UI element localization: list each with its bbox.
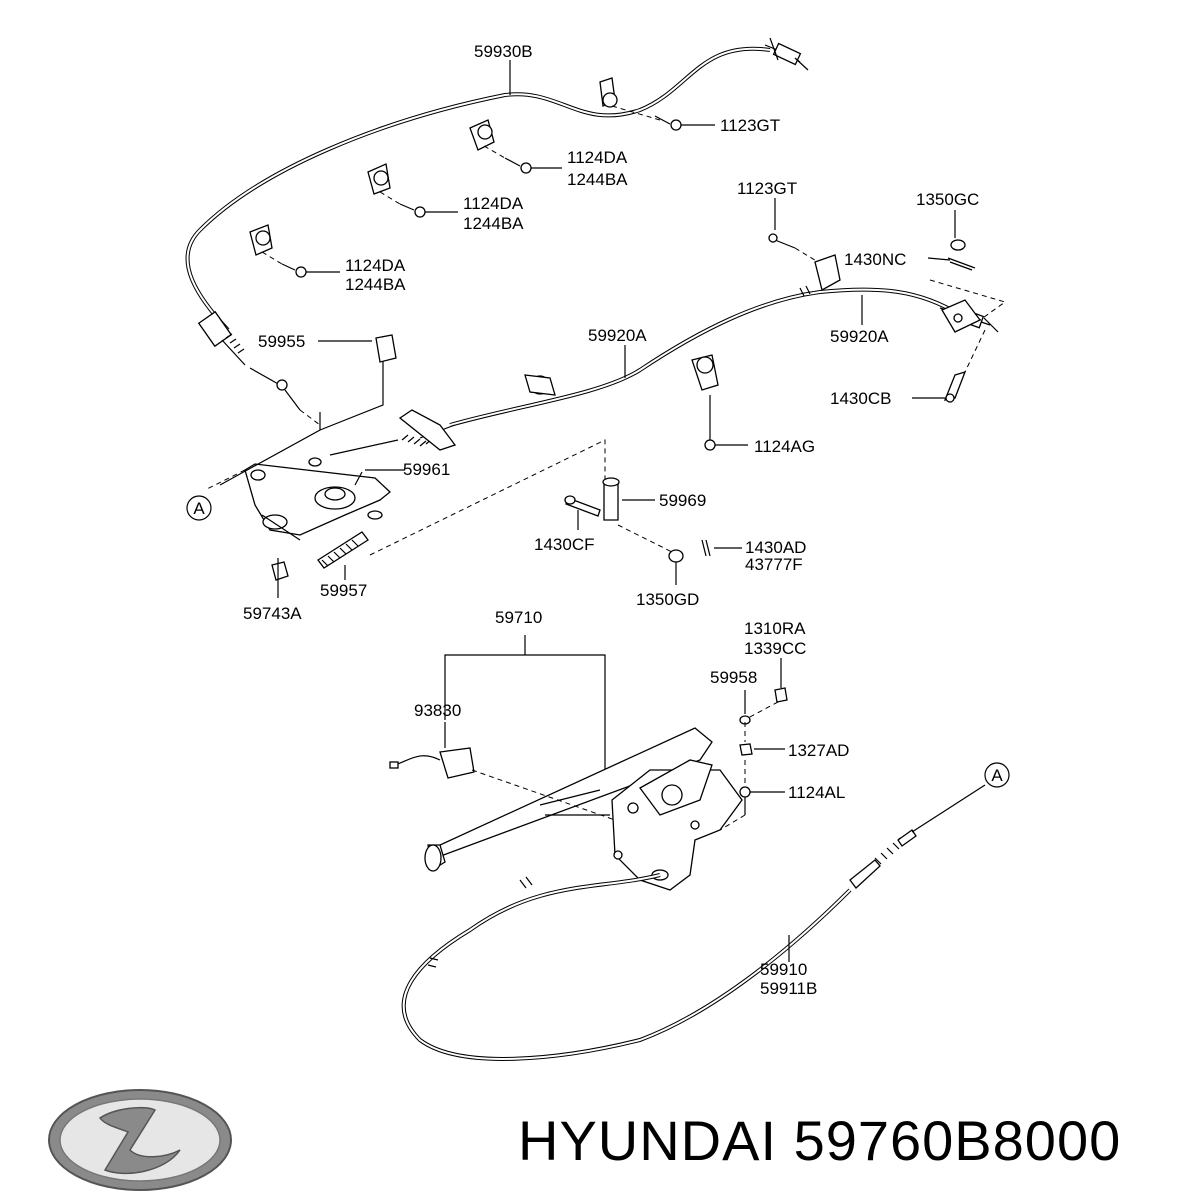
label-1430AD: 1430AD [745,538,806,557]
label-1244BA-2: 1244BA [463,214,524,233]
label-1350GC: 1350GC [916,190,979,209]
label-59911B: 59911B [760,979,817,998]
label-1350GD: 1350GD [636,590,699,609]
cable-clip-2 [469,119,495,151]
front-cable-59910 [401,784,986,1061]
cable-59920A [329,285,999,456]
label-93830: 93830 [414,701,461,720]
cable-clip-4 [249,224,273,256]
rear-cable-59930B [185,37,809,426]
pin-1430NC [947,257,976,271]
brand-caption: HYUNDAI 59760B8000 [518,1109,1122,1172]
guide-59969 [369,439,606,556]
label-1124DA-3: 1124DA [345,256,406,275]
label-1124AL: 1124AL [788,783,845,802]
switch-93830 [389,722,616,821]
equalizer-assembly [244,457,391,541]
nut-1310RA [747,658,788,719]
cable-clip-1 [599,77,618,108]
parking-lever-assembly-59710 [424,635,743,891]
cable-clip-3 [367,163,391,195]
cap-59955 [375,334,397,363]
label-59920A-b: 59920A [830,327,889,346]
bolt-1430CF [564,495,601,530]
clevis-pin-1430CB [943,370,967,403]
bolt-1124DA-3 [261,251,340,278]
nut-1327AD [739,722,785,756]
cable-clip-6 [691,354,719,391]
label-1430NC: 1430NC [844,250,906,269]
label-1339CC: 1339CC [744,639,806,658]
callout-A-left-label: A [193,499,205,518]
label-1124DA-2: 1124DA [463,194,524,213]
cotter-pin-1430AD [701,539,742,557]
washer-1350GD [617,524,684,585]
label-43777F: 43777F [745,555,803,574]
bolt-1124DA-2 [379,191,458,218]
label-59969: 59969 [659,491,706,510]
label-59910: 59910 [760,960,807,979]
equalizer-frame-right [319,355,384,431]
callout-A-leader-1 [204,469,246,491]
bracket-1430-right [941,299,981,333]
label-1310RA: 1310RA [744,619,806,638]
callout-A-left: A [186,495,212,521]
bracket-1123GT-right [768,233,841,291]
spring-59957 [317,531,369,569]
assembly-guide-right-2 [964,329,986,373]
nut-59743A [271,561,289,581]
label-1123GT-right: 1123GT [737,179,797,198]
label-1244BA-1: 1244BA [567,170,628,189]
label-59955: 59955 [258,332,305,351]
label-1244BA-3: 1244BA [345,275,406,294]
bolt-1123GT-upper [611,105,715,131]
label-59930B: 59930B [474,42,533,61]
pin-59969 [602,477,655,521]
label-59743A: 59743A [243,604,302,623]
label-1430CB: 1430CB [830,389,891,408]
callout-A-right-label: A [991,766,1003,785]
callout-A-right: A [984,762,1010,788]
hyundai-logo [48,1089,232,1191]
label-1124DA-1: 1124DA [567,148,628,167]
label-59958: 59958 [710,668,757,687]
label-59961: 59961 [403,460,450,479]
cable-clip-5 [524,374,556,396]
label-1123GT-upper: 1123GT [720,116,780,135]
label-1327AD: 1327AD [788,741,849,760]
bolt-1124DA-1 [483,145,562,174]
washer-1350GC [950,239,966,251]
label-59957: 59957 [320,581,367,600]
label-1430CF: 1430CF [534,535,594,554]
bolt-1124AG [704,395,748,451]
label-1124AG: 1124AG [754,437,815,456]
leader-1430NC [927,257,951,261]
bolt-1124AL [719,760,785,831]
label-59920A-a: 59920A [588,326,647,345]
label-59710: 59710 [495,608,542,627]
